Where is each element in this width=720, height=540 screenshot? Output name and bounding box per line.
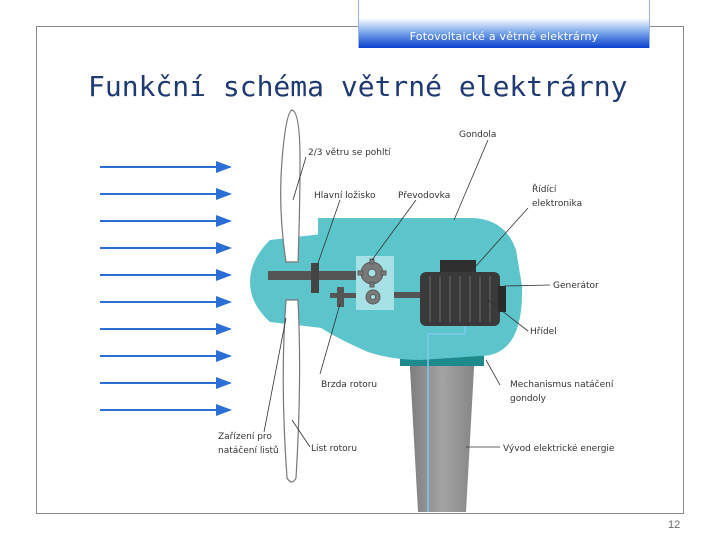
main-bearing xyxy=(311,263,319,293)
label-generator: Generátor xyxy=(553,281,599,291)
generator-end xyxy=(498,286,506,312)
label-power-output: Vývod elektrické energie xyxy=(503,443,615,454)
label-control-electronics-line1: Řídící xyxy=(532,184,557,195)
wind-arrows xyxy=(100,161,232,416)
label-main-bearing: Hlavní ložisko xyxy=(314,191,376,201)
header-title: Fotovoltaické a větrné elektrárny xyxy=(409,30,599,43)
gear-small xyxy=(365,289,381,305)
generator-ribs xyxy=(429,276,491,322)
header-tab: Fotovoltaické a větrné elektrárny xyxy=(358,0,650,48)
label-shaft: Hřídel xyxy=(530,327,557,337)
label-rotor-brake: Brzda rotoru xyxy=(321,380,377,390)
label-yaw-mechanism-line2: gondoly xyxy=(510,394,547,404)
label-yaw-mechanism-line1: Mechanismus natáčení xyxy=(510,379,614,390)
label-control-electronics-line2: elektronika xyxy=(532,199,582,209)
gear-large xyxy=(357,258,387,288)
label-gondola: Gondola xyxy=(459,130,496,140)
gearbox-output-shaft xyxy=(394,292,424,297)
label-gearbox: Převodovka xyxy=(398,191,450,201)
label-rotor-blade: List rotoru xyxy=(311,444,357,454)
slide-title: Funkční schéma větrné elektrárny xyxy=(88,70,628,103)
leader-lines xyxy=(263,139,551,448)
page-number: 12 xyxy=(668,519,681,531)
rotor-blade-lower xyxy=(282,299,301,483)
rotor-hub xyxy=(250,234,322,328)
label-pitch-device-line2: natáčení listů xyxy=(218,445,279,456)
label-pitch-device-line1: Zařízení pro xyxy=(218,432,272,442)
labels: 2/3 větru se pohltí Gondola Hlavní ložis… xyxy=(218,130,615,456)
tower xyxy=(409,350,475,512)
rotor-blade-upper xyxy=(280,109,301,263)
power-cable xyxy=(427,326,466,512)
label-wind-absorbed: 2/3 větru se pohltí xyxy=(308,148,391,158)
